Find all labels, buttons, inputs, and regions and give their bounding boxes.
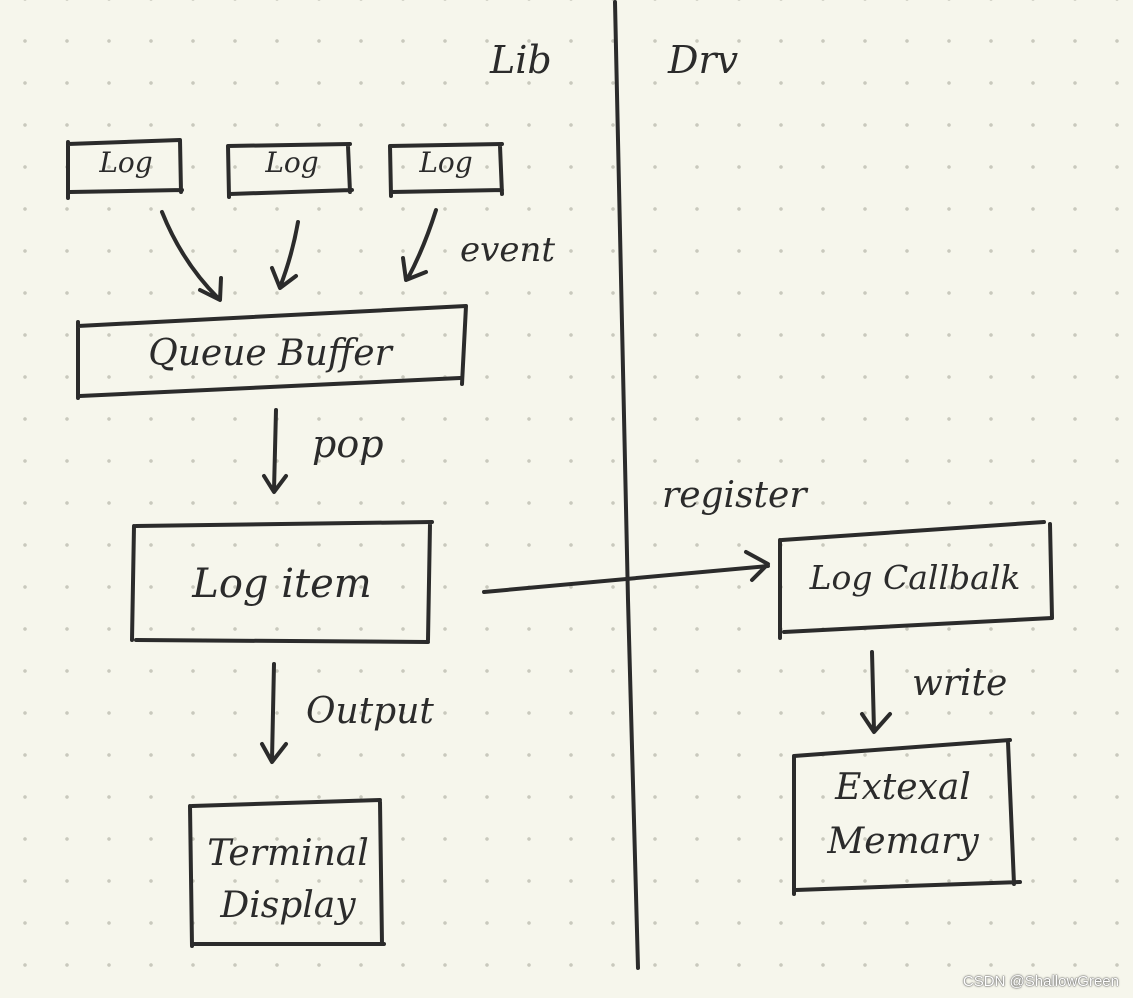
- external-memory-label-line2: Memary: [827, 821, 979, 862]
- edge-label-event: event: [460, 230, 556, 270]
- zone-label-drv: Drv: [668, 38, 739, 82]
- write-arrow: [860, 650, 892, 734]
- terminal-display-label-line2: Display: [220, 885, 356, 926]
- terminal-display-box: [188, 798, 386, 948]
- queue-buffer-box: [76, 304, 468, 400]
- log-callback-box: [778, 520, 1054, 640]
- log-item-box: [130, 520, 434, 644]
- log-item-label: Log item: [192, 561, 372, 607]
- register-arrow: [482, 550, 770, 594]
- edge-label-register: register: [662, 475, 807, 516]
- log-label-1: Log: [99, 146, 153, 179]
- log-label-3: Log: [419, 146, 473, 179]
- external-memory-label-line1: Extexal: [835, 767, 971, 808]
- edge-label-output: Output: [306, 691, 434, 732]
- log-callback-label: Log Callbalk: [809, 558, 1021, 597]
- edge-label-write: write: [912, 663, 1008, 704]
- log-box-3: [388, 142, 504, 198]
- pop-arrow: [262, 408, 288, 494]
- queue-buffer-label: Queue Buffer: [148, 333, 392, 374]
- zone-label-lib: Lib: [490, 38, 552, 82]
- log-box-1: [66, 138, 184, 200]
- watermark-text: CSDN @ShallowGreen: [962, 973, 1119, 990]
- log-label-2: Log: [265, 146, 319, 179]
- zone-divider: [613, 0, 640, 970]
- event-arrow-1: [160, 210, 223, 302]
- external-memory-box: [792, 738, 1022, 896]
- output-arrow: [260, 662, 288, 764]
- event-arrow-3: [401, 208, 438, 282]
- event-arrow-2: [270, 220, 300, 290]
- terminal-display-label-line1: Terminal: [207, 833, 369, 874]
- edge-label-pop: pop: [312, 422, 384, 466]
- log-box-2: [226, 142, 354, 199]
